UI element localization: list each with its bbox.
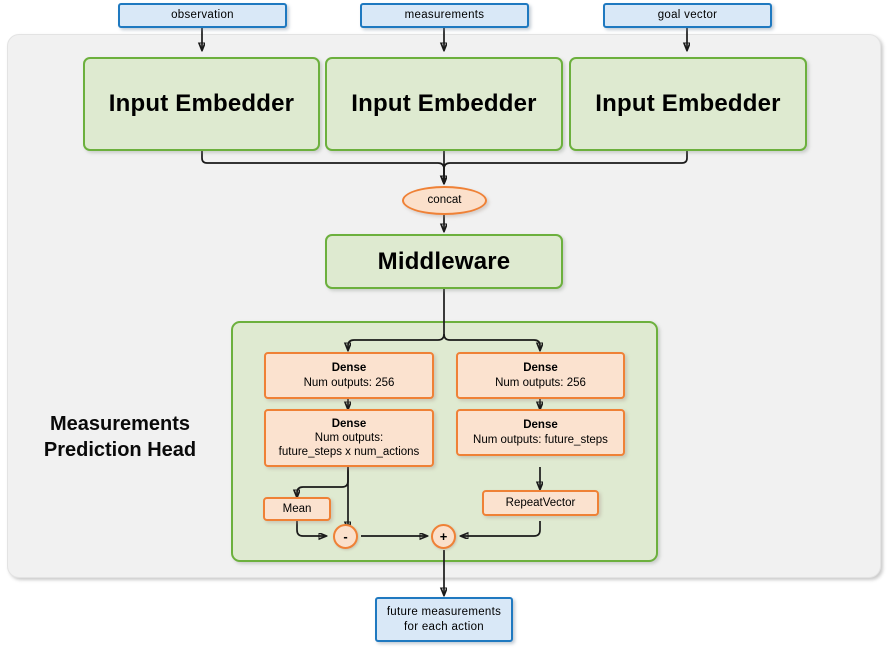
input-embedder-measurements[interactable]: Input Embedder [325,57,563,151]
dense-left-2-detail-line-1: Num outputs: [314,431,384,444]
head-label-line-2: Prediction Head [43,438,197,461]
repeat-vector-node[interactable]: RepeatVector [482,490,599,516]
output-label-line-1: future measurements [386,606,502,619]
dense-left-1-title: Dense [331,362,367,375]
dense-right-2-detail: Num outputs: future_steps [473,433,608,446]
input-embedder-observation-label: Input Embedder [108,90,295,118]
head-label-line-1: Measurements [49,413,191,435]
input-label-goal-vector: goal vector [657,9,718,22]
middleware-label: Middleware [377,247,511,275]
concat-node[interactable]: concat [402,186,487,215]
dense-left-1-detail: Num outputs: 256 [303,376,395,389]
measurements-prediction-head-label: Measurements Prediction Head [20,412,220,463]
input-label-observation: observation [171,9,234,22]
input-embedder-measurements-label: Input Embedder [351,90,537,118]
dense-right-1-title: Dense [523,362,558,375]
input-box-measurements[interactable]: measurements [360,3,529,28]
input-embedder-goal-vector[interactable]: Input Embedder [569,57,807,151]
output-box-future-measurements[interactable]: future measurements for each action [375,597,513,642]
dense-left-1[interactable]: Dense Num outputs: 256 [264,352,434,399]
subtract-operator[interactable]: - [333,524,358,549]
mean-node[interactable]: Mean [263,497,331,521]
dense-left-2-detail-line-2: future_steps x num_actions [278,446,420,458]
subtract-operator-label: - [343,528,348,544]
add-operator-label: + [439,528,448,544]
mean-label: Mean [282,502,312,515]
input-box-goal-vector[interactable]: goal vector [603,3,772,28]
input-embedder-goal-vector-label: Input Embedder [595,90,781,118]
input-label-measurements: measurements [404,9,485,22]
dense-right-2[interactable]: Dense Num outputs: future_steps [456,409,625,456]
dense-left-2[interactable]: Dense Num outputs: future_steps x num_ac… [264,409,434,467]
dense-left-2-title: Dense [331,417,367,430]
input-box-observation[interactable]: observation [118,3,287,28]
repeat-vector-label: RepeatVector [505,496,576,509]
middleware-node[interactable]: Middleware [325,234,563,289]
dense-right-2-title: Dense [523,419,558,432]
add-operator[interactable]: + [431,524,456,549]
input-embedder-observation[interactable]: Input Embedder [83,57,320,151]
output-label-line-2: for each action [404,620,484,633]
dense-right-1[interactable]: Dense Num outputs: 256 [456,352,625,399]
concat-label: concat [427,194,462,207]
dense-right-1-detail: Num outputs: 256 [495,376,586,389]
